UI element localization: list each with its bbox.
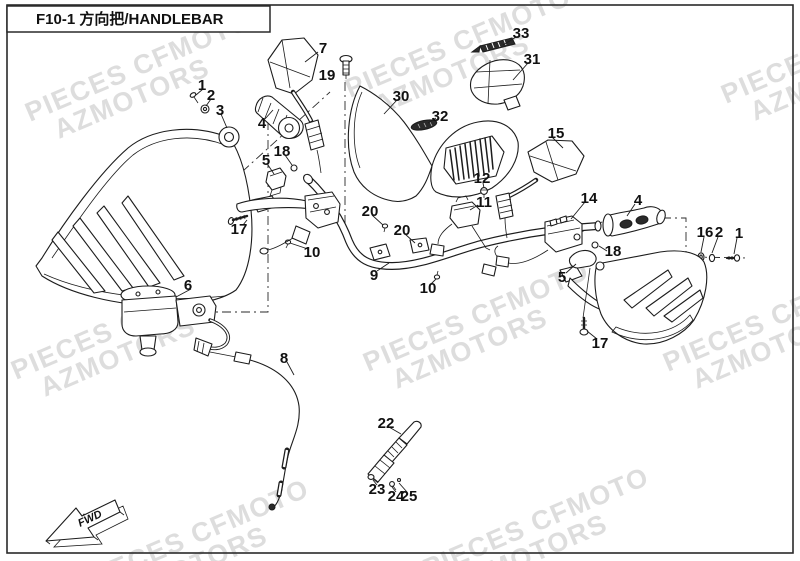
page-frame: [6, 4, 794, 554]
callout-23: 23: [369, 481, 386, 498]
callout-7: 7: [319, 40, 327, 57]
callout-9: 9: [370, 267, 378, 284]
left-lever-assembly: [236, 191, 341, 255]
callout-10-left: 10: [304, 244, 321, 261]
callout-10-right: 10: [420, 280, 437, 297]
callout-16: 16: [697, 224, 714, 241]
callout-30: 30: [393, 88, 410, 105]
left-handguard: [35, 128, 253, 307]
pad-33: [470, 37, 516, 53]
callout-20-right: 20: [394, 222, 411, 239]
svg-text:PIECES CFMOTO: PIECES CFMOTO: [341, 0, 576, 104]
bolt-12: [480, 187, 488, 198]
right-switch-housing: [481, 215, 583, 277]
emblem-32: [410, 119, 438, 131]
callout-1-left: 1: [198, 77, 206, 94]
callout-4-left: 4: [258, 115, 267, 132]
callout-12: 12: [474, 170, 491, 187]
callout-33: 33: [513, 25, 530, 42]
callout-1-right: 1: [735, 225, 743, 242]
callout-5-right: 5: [558, 269, 566, 286]
callout-19: 19: [319, 67, 336, 84]
left-grip: [254, 95, 304, 140]
mirror-screw-19: [339, 54, 353, 79]
callout-2-right: 2: [715, 224, 723, 241]
callout-24: 24: [388, 488, 405, 505]
callout-25: 25: [401, 488, 418, 505]
callout-4-right: 4: [634, 192, 643, 209]
callout-11: 11: [476, 194, 492, 211]
cable-8: [209, 351, 300, 511]
callout-20-left: 20: [362, 203, 379, 220]
callout-32: 32: [432, 108, 449, 125]
fwd-arrow: FWD: [45, 499, 129, 548]
callout-6: 6: [184, 277, 192, 294]
cover-31: [469, 59, 525, 111]
right-grip: [602, 206, 666, 237]
callout-17-right: 17: [592, 335, 609, 352]
left-bar-end-hardware: [189, 92, 240, 148]
gauge-screen: [449, 136, 494, 181]
bar-clamps: [284, 223, 441, 280]
title-box: F10-1 方向把/HANDLEBAR: [6, 5, 271, 33]
callout-8: 8: [280, 350, 288, 367]
callout-31: 31: [524, 51, 541, 68]
throttle-assembly-22: [367, 420, 422, 491]
callout-17-left: 17: [231, 221, 248, 238]
callout-18-left: 18: [274, 143, 291, 160]
leader-lines: [175, 36, 738, 493]
left-mirror: [267, 37, 325, 174]
right-mirror: [495, 139, 585, 239]
callout-2-left: 2: [207, 87, 215, 104]
handlebar-tube: [303, 173, 602, 271]
callout-14: 14: [581, 190, 598, 207]
callout-3: 3: [216, 102, 224, 119]
callout-18-right: 18: [605, 243, 622, 260]
callout-5-left: 5: [262, 152, 270, 169]
callout-15: 15: [548, 125, 565, 142]
right-handguard: [594, 250, 708, 345]
left-clamp-5: [265, 164, 298, 197]
callout-22: 22: [378, 415, 395, 432]
page-title: F10-1 方向把/HANDLEBAR: [36, 10, 224, 28]
master-cylinder-6: [120, 285, 230, 357]
handlebar-cover-30: [347, 85, 519, 202]
callouts: 1 2 3 4 5 18 7 19 17 20 10 9 20 10 6 8 3…: [184, 25, 743, 505]
